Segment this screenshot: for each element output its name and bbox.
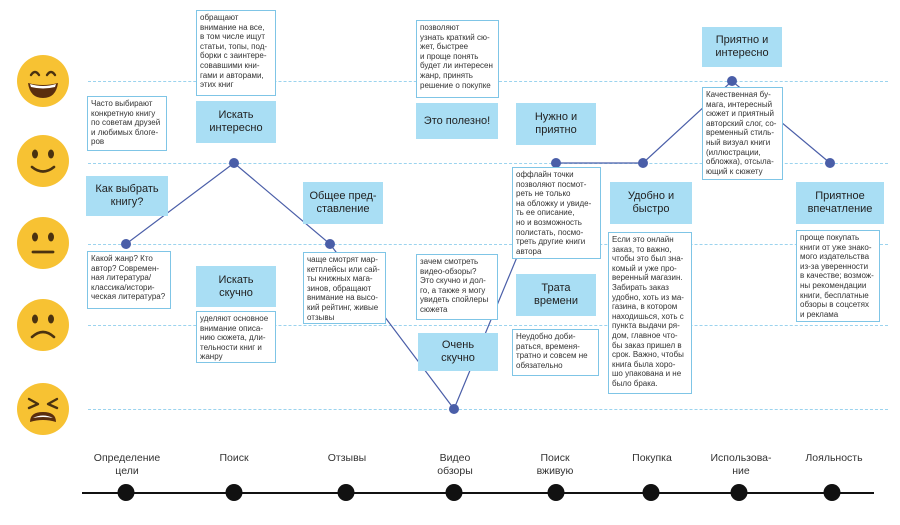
timeline-dot-usage xyxy=(730,484,748,501)
slightly-smiling-face-icon xyxy=(17,135,69,187)
timeline-dot-search xyxy=(225,484,243,501)
usage-positive-label: Приятно и интересно xyxy=(702,27,782,67)
emotion-point-2 xyxy=(229,158,239,168)
timeline-dot-loyalty xyxy=(823,484,841,501)
timeline-dot-goal xyxy=(117,484,135,501)
video-positive-label: Это полезно! xyxy=(416,103,498,139)
loyalty-positive-note: проще покупать книги от уже знако- мого … xyxy=(796,230,880,322)
purchase-positive-note: Если это онлайн заказ, то важно, чтобы э… xyxy=(608,232,692,394)
frowning-face-icon xyxy=(17,299,69,351)
emotion-point-1 xyxy=(121,239,131,249)
stage-label-loyalty: Лояльность xyxy=(805,452,863,464)
timeline-dot-reviews xyxy=(337,484,355,501)
emotion-point-7 xyxy=(727,76,737,86)
emotion-point-5 xyxy=(551,158,561,168)
neutral-face-icon xyxy=(17,217,69,269)
video-positive-note: позволяют узнать краткий сю- жет, быстре… xyxy=(416,20,499,98)
stage-label-usage: Использова- ние xyxy=(710,452,772,477)
stage-label-purchase: Покупка xyxy=(632,452,672,464)
usage-positive-note: Качественная бу- мага, интересный сюжет … xyxy=(702,87,783,180)
goal-negative-note: Какой жанр? Кто автор? Современ- ная лит… xyxy=(87,251,171,309)
emotion-level-line-3 xyxy=(88,244,888,245)
loyalty-positive-label: Приятное впечатление xyxy=(796,182,884,224)
video-negative-label: Очень скучно xyxy=(418,333,498,371)
timeline-dot-offline xyxy=(547,484,565,501)
offline-negative-label: Трата времени xyxy=(516,274,596,316)
search-negative-note: уделяют основное внимание описа- нию сюж… xyxy=(196,311,276,363)
stage-label-offline: Поиск вживую xyxy=(536,452,574,477)
goal-positive-label: Как выбрать книгу? xyxy=(86,176,168,216)
reviews-negative-note: чаще смотрят мар- кетплейсы или сай- ты … xyxy=(303,252,386,324)
emotion-point-3 xyxy=(325,239,335,249)
stage-label-goal: Определение цели xyxy=(93,452,161,477)
emotion-point-4 xyxy=(449,404,459,414)
timeline-dot-video xyxy=(445,484,463,501)
emotion-level-line-5 xyxy=(88,409,888,410)
reviews-positive-label: Общее пред- ставление xyxy=(303,182,383,224)
stage-label-reviews: Отзывы xyxy=(327,452,367,464)
grinning-face-icon xyxy=(17,55,69,107)
offline-positive-label: Нужно и приятно xyxy=(516,103,596,145)
purchase-positive-label: Удобно и быстро xyxy=(610,182,692,224)
timeline-axis xyxy=(82,492,874,494)
offline-negative-note: Неудобно доби- раться, временя- тратно и… xyxy=(512,329,599,376)
search-positive-note: обращают внимание на все, в том числе ищ… xyxy=(196,10,276,96)
video-negative-note: зачем смотреть видео-обзоры? Это скучно … xyxy=(416,254,498,320)
tired-face-icon xyxy=(17,383,69,435)
search-positive-label: Искать интересно xyxy=(196,101,276,143)
search-negative-label: Искать скучно xyxy=(196,266,276,307)
emotion-point-6 xyxy=(638,158,648,168)
emotion-level-line-2 xyxy=(88,163,888,164)
stage-label-search: Поиск xyxy=(219,452,249,464)
emotion-point-8 xyxy=(825,158,835,168)
stage-label-video: Видео обзоры xyxy=(437,452,473,477)
timeline-dot-purchase xyxy=(642,484,660,501)
offline-positive-note: оффлайн точки позволяют посмот- реть не … xyxy=(512,167,601,259)
goal-positive-note: Часто выбирают конкретную книгу по совет… xyxy=(87,96,167,151)
